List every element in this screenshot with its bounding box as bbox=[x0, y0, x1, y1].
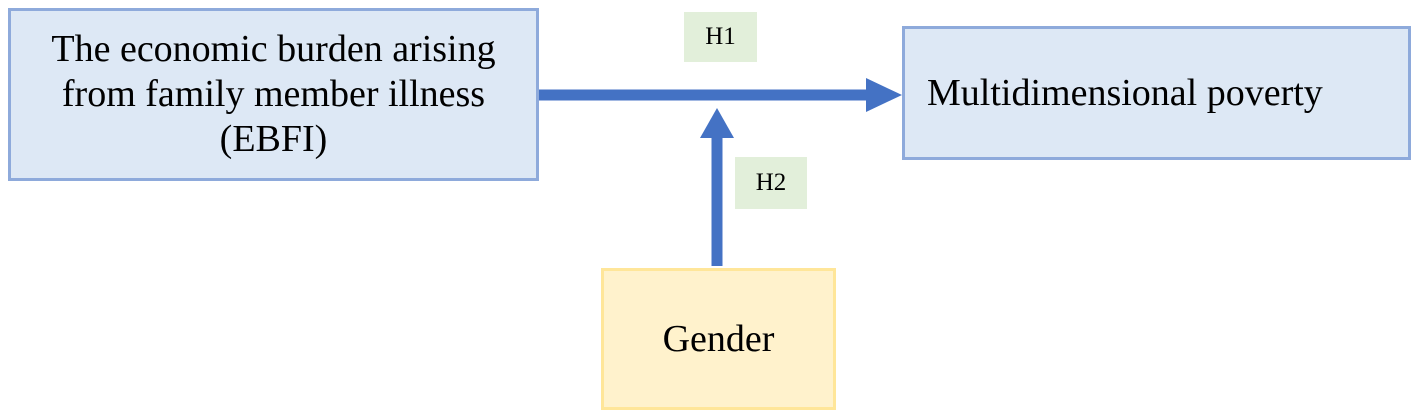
ebfi-label-line-3: (EBFI) bbox=[219, 117, 328, 160]
ebfi-label: The economic burden arising from family … bbox=[51, 27, 495, 161]
ebfi-node: The economic burden arising from family … bbox=[8, 8, 539, 181]
ebfi-label-line-2: from family member illness bbox=[61, 73, 486, 116]
gender-label: Gender bbox=[662, 318, 775, 360]
h2-arrowhead bbox=[700, 108, 734, 138]
multidimensional-poverty-node: Multidimensional poverty bbox=[902, 26, 1411, 160]
gender-node: Gender bbox=[601, 268, 836, 410]
h2-hypothesis-label: H2 bbox=[735, 157, 807, 209]
ebfi-label-line-1: The economic burden arising bbox=[51, 28, 496, 71]
multidimensional-poverty-label: Multidimensional poverty bbox=[927, 72, 1323, 114]
h1-arrowhead bbox=[866, 78, 902, 112]
h1-hypothesis-label: H1 bbox=[684, 12, 757, 62]
